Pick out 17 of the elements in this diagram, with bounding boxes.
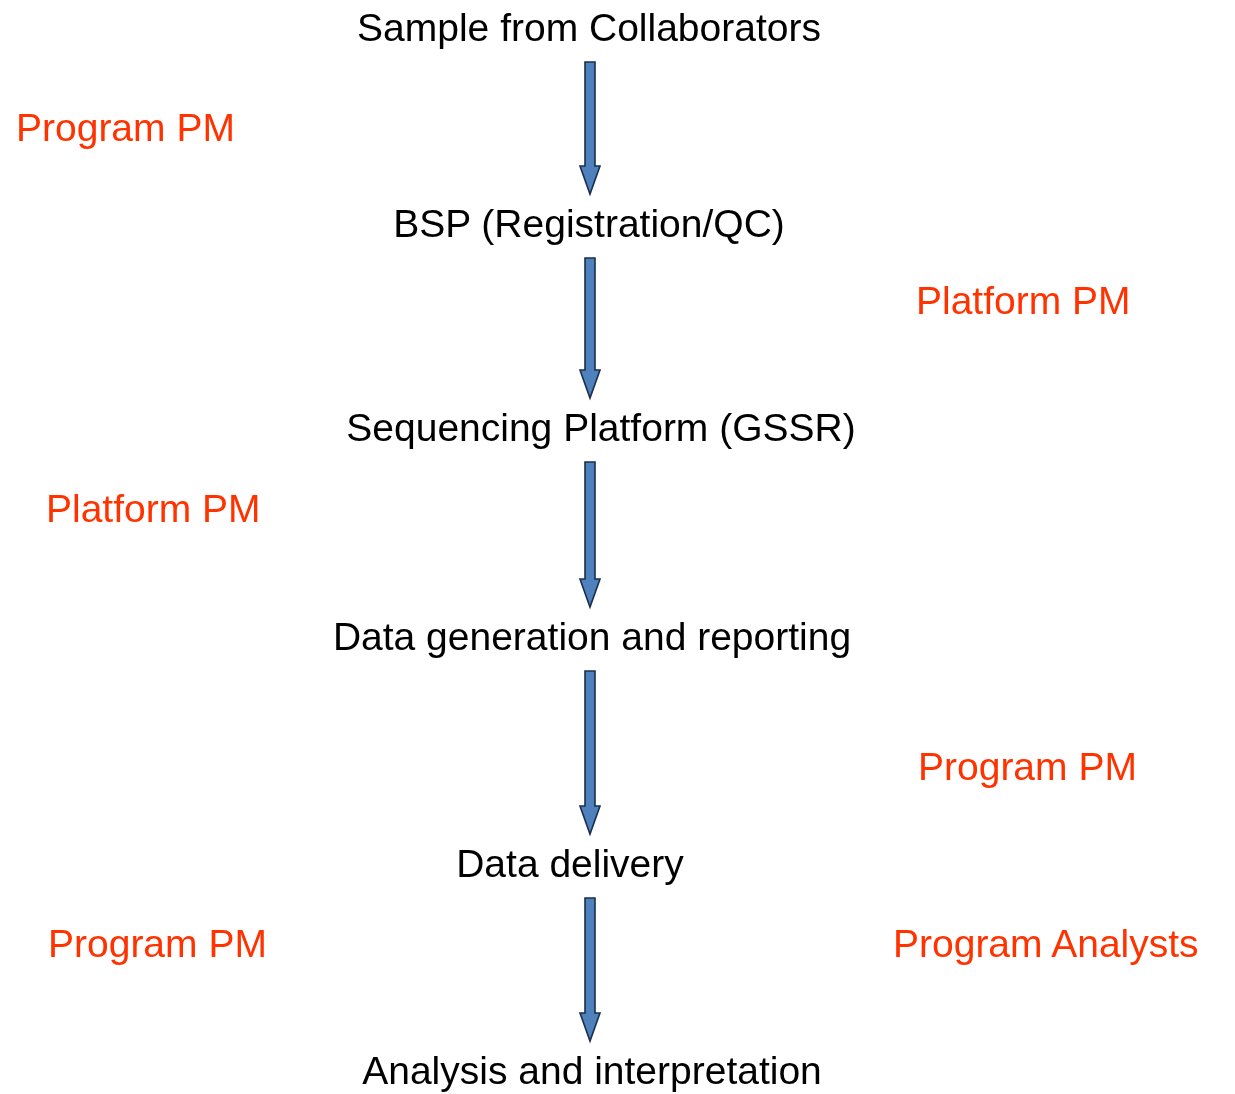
role-label: Platform PM <box>46 486 261 532</box>
role-label: Program PM <box>918 744 1137 790</box>
step-label: Analysis and interpretation <box>362 1047 822 1094</box>
role-label: Program PM <box>16 105 235 151</box>
arrow <box>578 61 602 197</box>
role-label: Program Analysts <box>893 921 1199 967</box>
arrow <box>578 257 602 401</box>
arrow <box>578 670 602 837</box>
role-label: Program PM <box>48 921 267 967</box>
arrow <box>578 461 602 610</box>
step-label: Sequencing Platform (GSSR) <box>346 404 856 452</box>
step-label: Sample from Collaborators <box>357 4 821 52</box>
step-label: BSP (Registration/QC) <box>393 200 785 248</box>
arrow <box>578 897 602 1044</box>
step-label: Data generation and reporting <box>332 613 852 661</box>
role-label: Platform PM <box>916 278 1131 324</box>
step-label: Data delivery <box>456 840 684 888</box>
